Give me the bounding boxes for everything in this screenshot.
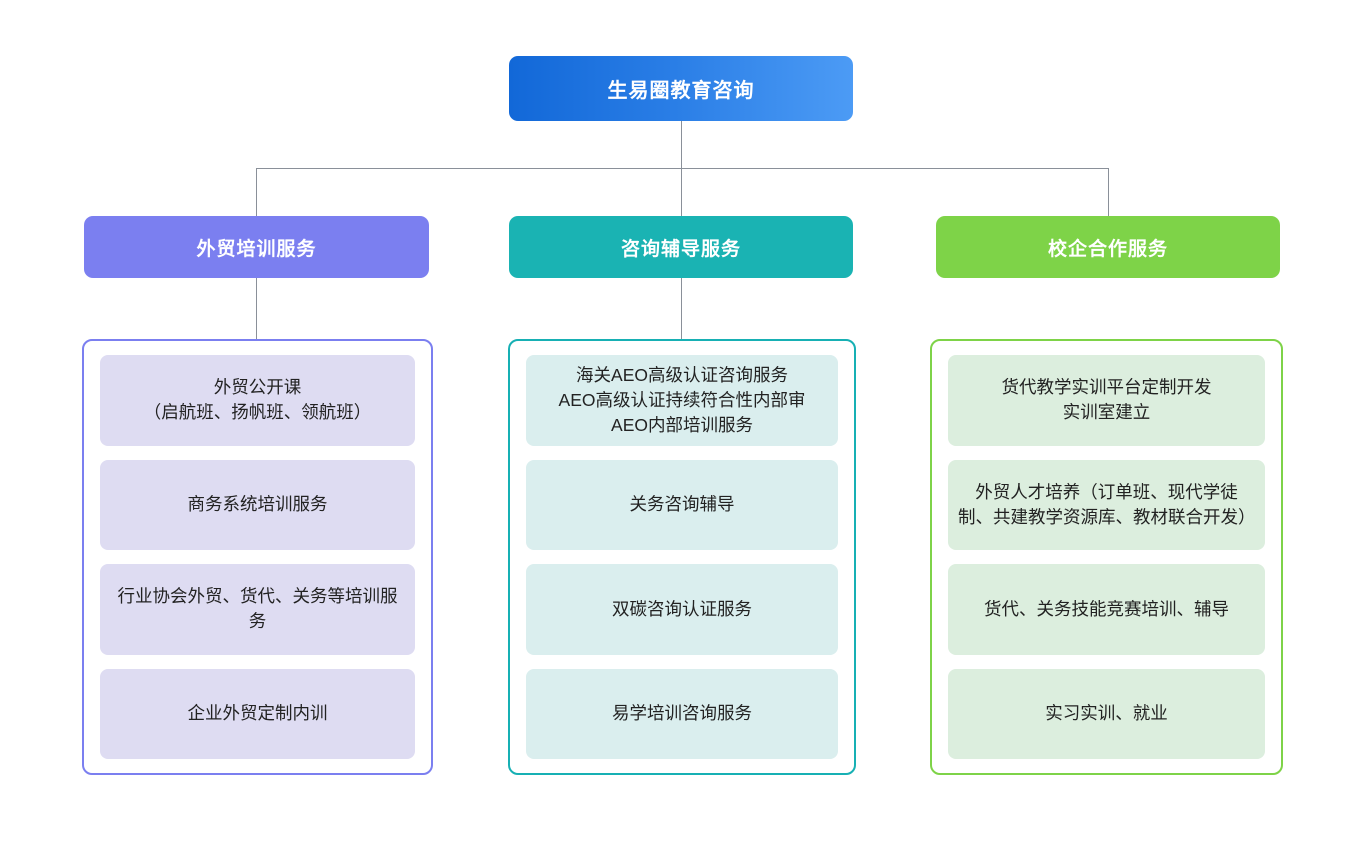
connector-bus-to-branch-3 <box>1108 168 1109 216</box>
list-item[interactable]: 易学培训咨询服务 <box>526 668 838 759</box>
list-item[interactable]: 行业协会外贸、货代、关务等培训服务 <box>100 564 415 655</box>
category-header-school-enterprise[interactable]: 校企合作服务 <box>936 216 1280 278</box>
category-header-training[interactable]: 外贸培训服务 <box>84 216 429 278</box>
panel-school-enterprise: 货代教学实训平台定制开发 实训室建立 外贸人才培养（订单班、现代学徒制、共建教学… <box>930 339 1283 775</box>
category-header-consulting[interactable]: 咨询辅导服务 <box>509 216 853 278</box>
list-item[interactable]: 实习实训、就业 <box>948 668 1265 759</box>
panel-training: 外贸公开课 （启航班、扬帆班、领航班） 商务系统培训服务 行业协会外贸、货代、关… <box>82 339 433 775</box>
connector-branch-1-to-panel <box>256 278 257 339</box>
list-item[interactable]: 货代教学实训平台定制开发 实训室建立 <box>948 355 1265 446</box>
connector-bus-to-branch-1 <box>256 168 257 216</box>
list-item[interactable]: 企业外贸定制内训 <box>100 668 415 759</box>
list-item[interactable]: 关务咨询辅导 <box>526 459 838 550</box>
list-item[interactable]: 外贸公开课 （启航班、扬帆班、领航班） <box>100 355 415 446</box>
root-node-education-consulting[interactable]: 生易圈教育咨询 <box>509 56 853 121</box>
connector-root-trunk <box>681 121 682 168</box>
connector-branch-2-to-panel <box>681 278 682 339</box>
list-item[interactable]: 海关AEO高级认证咨询服务 AEO高级认证持续符合性内部审 AEO内部培训服务 <box>526 355 838 446</box>
panel-consulting: 海关AEO高级认证咨询服务 AEO高级认证持续符合性内部审 AEO内部培训服务 … <box>508 339 856 775</box>
list-item[interactable]: 外贸人才培养（订单班、现代学徒制、共建教学资源库、教材联合开发） <box>948 459 1265 550</box>
connector-bus-to-branch-2 <box>681 168 682 216</box>
list-item[interactable]: 商务系统培训服务 <box>100 459 415 550</box>
list-item[interactable]: 双碳咨询认证服务 <box>526 564 838 655</box>
list-item[interactable]: 货代、关务技能竞赛培训、辅导 <box>948 564 1265 655</box>
connector-horizontal-bus <box>256 168 1109 169</box>
